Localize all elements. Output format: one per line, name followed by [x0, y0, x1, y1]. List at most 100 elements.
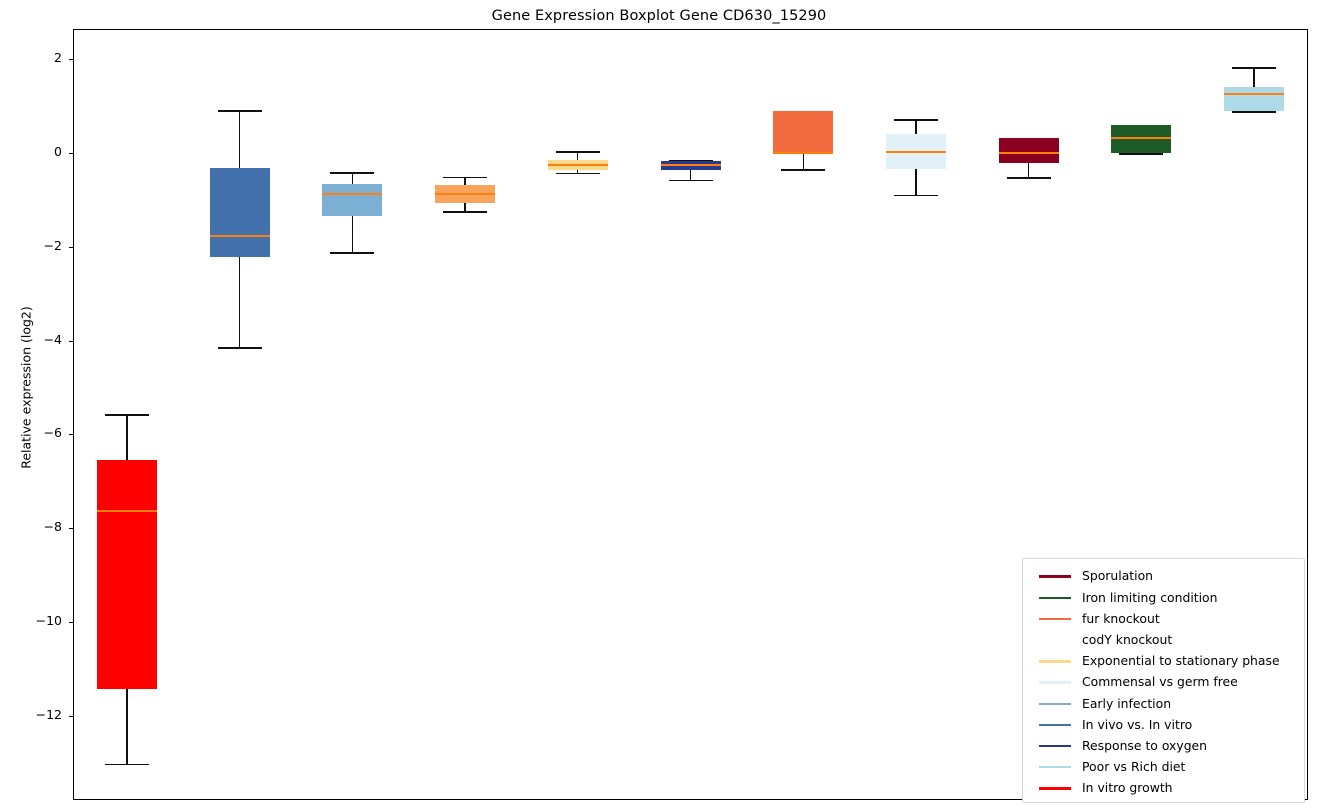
median-line — [1224, 93, 1284, 96]
box-rect — [97, 459, 157, 689]
whisker-cap-lower — [1006, 177, 1051, 180]
y-axis-tick: −12 — [0, 707, 73, 722]
page-title: Gene Expression Boxplot Gene CD630_15290 — [491, 8, 827, 24]
whisker-upper — [915, 118, 917, 135]
whisker-lower — [239, 257, 241, 348]
y-axis-tick: −8 — [0, 519, 73, 534]
y-axis-label-text: Relative expression (log2) — [18, 306, 34, 469]
y-axis-tick-label: 2 — [54, 50, 62, 66]
box-rect — [773, 111, 834, 154]
whisker-cap-upper — [1232, 67, 1276, 69]
whisker-cap-upper — [330, 171, 375, 174]
legend-color-swatch — [1039, 639, 1071, 641]
y-axis-tick: 2 — [0, 50, 73, 65]
whisker-lower — [689, 170, 692, 180]
whisker-cap-upper — [893, 118, 938, 121]
legend-item-label: Early infection — [1082, 695, 1172, 711]
legend-color-swatch — [1039, 787, 1071, 790]
y-axis-tick-label: −4 — [43, 331, 62, 347]
legend-item-label: Poor vs Rich diet — [1082, 759, 1186, 775]
whisker-cap-upper — [105, 413, 149, 416]
whisker-upper — [351, 171, 354, 185]
legend-item-label: In vivo vs. In vitro — [1082, 716, 1193, 732]
legend-item[interactable]: codY knockout — [1031, 630, 1296, 651]
whisker-cap-lower — [893, 194, 938, 197]
median-line — [97, 510, 157, 513]
whisker-cap-upper — [555, 151, 600, 153]
legend-item-label: In vitro growth — [1082, 780, 1173, 796]
median-line — [322, 193, 383, 196]
y-axis-tick-mark — [68, 59, 73, 61]
whisker-cap-upper — [668, 160, 713, 162]
box-rect — [1224, 86, 1284, 111]
legend-item-label: Exponential to stationary phase — [1082, 653, 1280, 669]
y-axis-tick: −10 — [0, 613, 73, 628]
y-axis-tick: −4 — [0, 332, 73, 347]
median-line — [1111, 136, 1172, 139]
whisker-lower — [1027, 163, 1030, 178]
legend-item[interactable]: In vivo vs. In vitro — [1031, 714, 1296, 735]
y-axis-tick-mark — [68, 528, 73, 530]
legend-color-swatch — [1039, 681, 1071, 684]
legend-color-swatch — [1039, 660, 1071, 663]
whisker-cap-lower — [555, 172, 600, 175]
y-axis-tick: −2 — [0, 238, 73, 253]
legend-item-label: Commensal vs germ free — [1082, 674, 1238, 690]
whisker-upper — [239, 109, 241, 169]
box-rect — [209, 168, 270, 258]
legend-item[interactable]: Early infection — [1031, 693, 1296, 714]
legend-item-label: Response to oxygen — [1082, 737, 1208, 753]
y-axis-tick-mark — [68, 622, 73, 624]
y-axis-label: Relative expression (log2) — [4, 0, 34, 812]
legend-item[interactable]: fur knockout — [1031, 608, 1296, 629]
median-line — [998, 152, 1059, 154]
legend-color-swatch — [1039, 766, 1071, 769]
whisker-cap-lower — [781, 169, 826, 172]
legend-color-swatch — [1039, 575, 1071, 578]
legend-item[interactable]: Poor vs Rich diet — [1031, 757, 1296, 778]
whisker-cap-lower — [1119, 153, 1164, 155]
box-rect — [1111, 125, 1172, 154]
legend-item-label: fur knockout — [1082, 610, 1160, 626]
y-axis-tick-label: −6 — [43, 425, 62, 441]
whisker-lower — [351, 215, 354, 253]
legend-item[interactable]: Iron limiting condition — [1031, 587, 1296, 608]
whisker-lower — [126, 688, 128, 764]
legend-item[interactable]: Exponential to stationary phase — [1031, 651, 1296, 672]
whisker-cap-lower — [443, 211, 488, 213]
legend-item[interactable]: Response to oxygen — [1031, 736, 1296, 757]
legend-color-swatch — [1039, 702, 1071, 705]
y-axis-tick-mark — [68, 434, 73, 436]
median-line — [773, 151, 834, 154]
median-line — [209, 235, 270, 238]
y-axis-tick-label: 0 — [54, 144, 62, 159]
whisker-lower — [802, 154, 804, 170]
whisker-cap-lower — [668, 179, 713, 182]
y-axis-tick-mark — [68, 153, 73, 155]
box-rect — [998, 137, 1059, 164]
legend-color-swatch — [1039, 596, 1071, 599]
legend-item[interactable]: In vitro growth — [1031, 778, 1296, 799]
whisker-cap-upper — [217, 109, 262, 112]
legend-item-label: Sporulation — [1082, 568, 1154, 584]
legend-color-swatch — [1039, 617, 1071, 621]
legend-item[interactable]: Commensal vs germ free — [1031, 672, 1296, 693]
whisker-cap-lower — [330, 252, 375, 255]
y-axis-tick-mark — [68, 246, 73, 248]
median-line — [435, 192, 496, 195]
whisker-upper — [126, 413, 128, 460]
legend-item-label: Iron limiting condition — [1082, 589, 1218, 605]
median-line — [660, 164, 721, 167]
whisker-cap-upper — [443, 176, 488, 179]
y-axis-tick: 0 — [0, 144, 73, 159]
whisker-cap-lower — [217, 347, 262, 349]
y-axis-tick-label: −10 — [35, 613, 62, 628]
whisker-upper — [464, 176, 466, 186]
whisker-cap-lower — [105, 763, 149, 766]
legend-color-swatch — [1039, 723, 1071, 727]
y-axis-tick-mark — [68, 340, 73, 342]
legend-item[interactable]: Sporulation — [1031, 566, 1296, 587]
y-axis-tick-label: −12 — [35, 706, 62, 722]
